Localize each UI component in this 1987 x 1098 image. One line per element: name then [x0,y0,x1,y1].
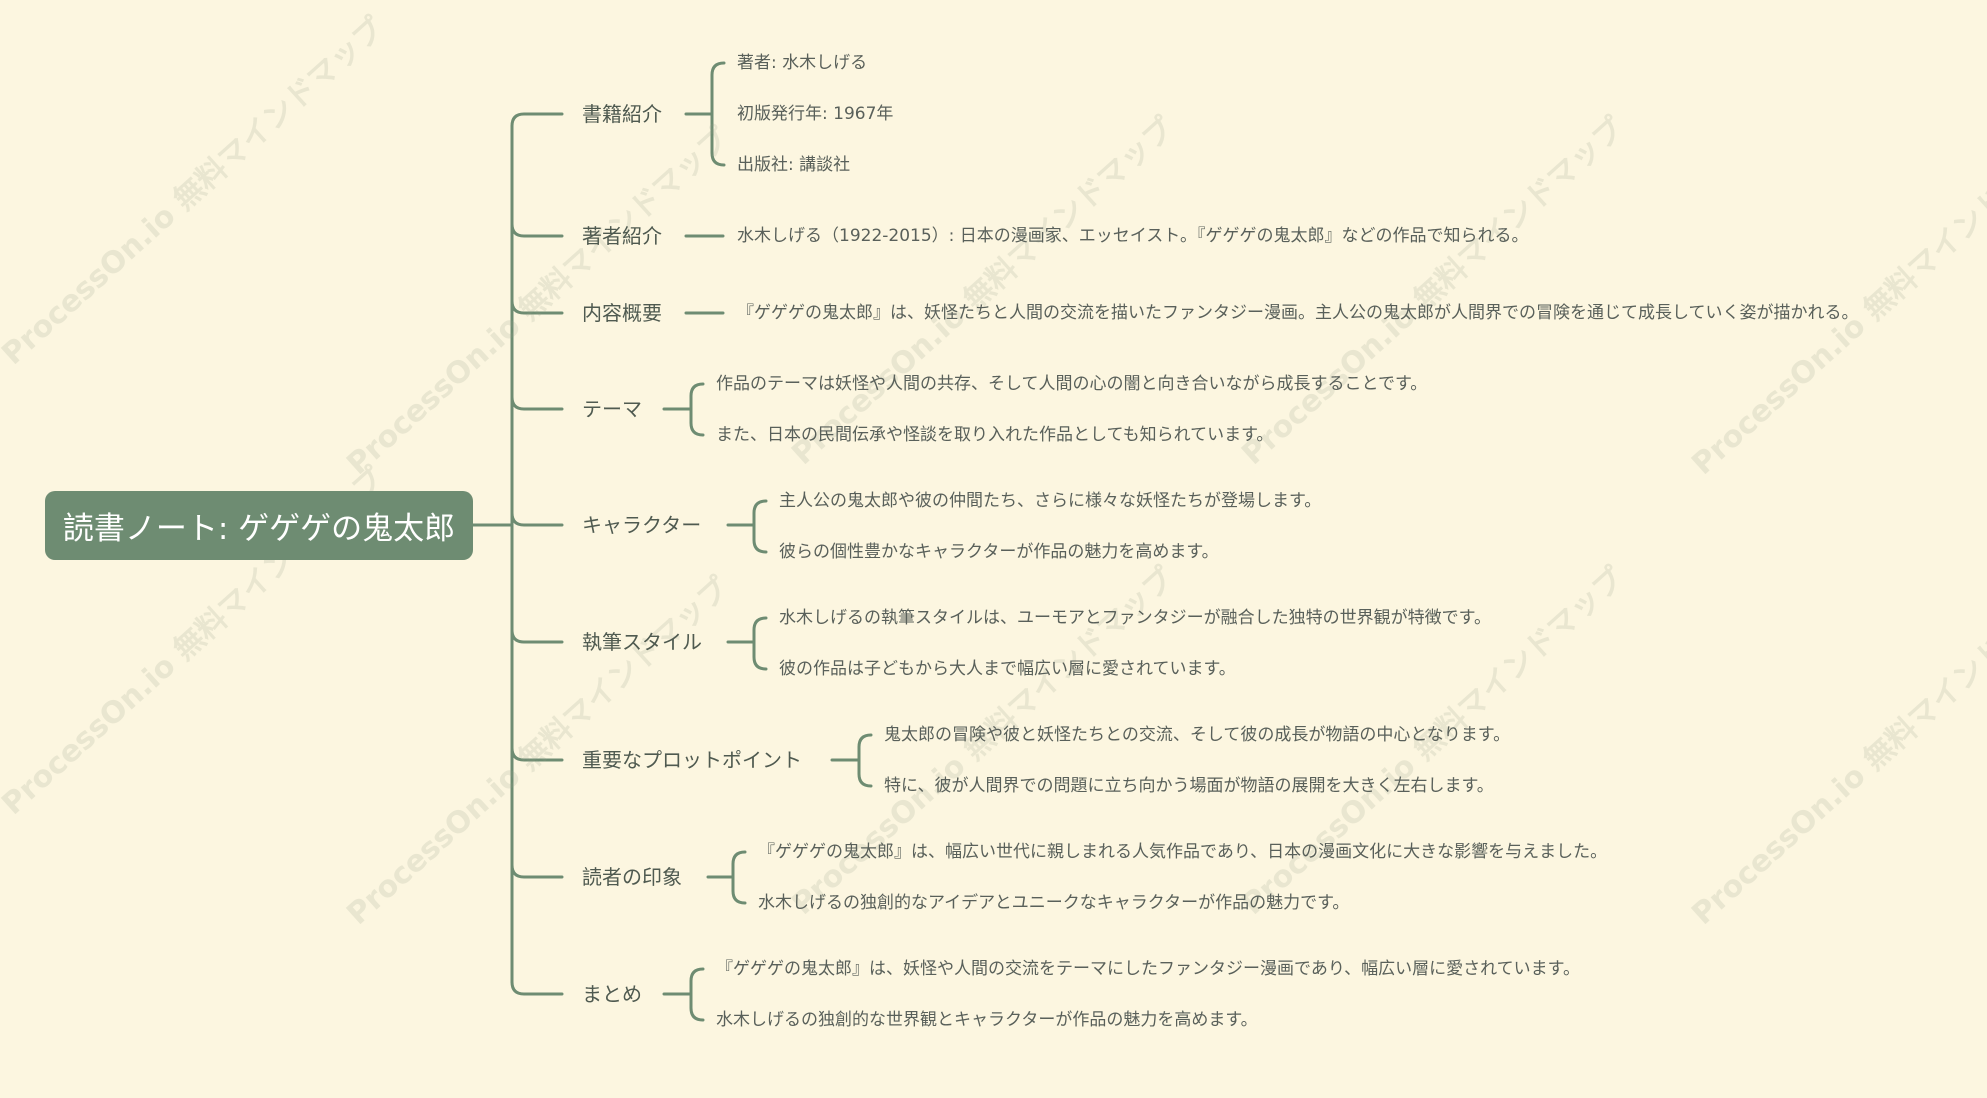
leaf-bracket [689,382,705,437]
root-title: 読書ノート: ゲゲゲの鬼太郎 [62,511,456,547]
leaf-bracket [752,499,768,554]
branch-topic[interactable]: 重要なプロットポイント [582,748,802,772]
leaf-text[interactable]: 彼の作品は子どもから大人まで幅広い層に愛されています。 [779,659,1236,679]
branch-topic[interactable]: 書籍紹介 [582,102,662,126]
branch-topic[interactable]: 読者の印象 [582,865,682,889]
root-node[interactable]: 読書ノート: ゲゲゲの鬼太郎 [45,491,473,560]
branch-topic[interactable]: キャラクター [582,513,702,537]
branch-connector [510,746,564,762]
branch-connector [510,511,564,527]
branch-connector [510,863,564,879]
branch-topic[interactable]: まとめ [582,982,642,1006]
branch-topic[interactable]: 内容概要 [582,301,662,325]
leaf-text[interactable]: 出版社: 講談社 [737,155,851,175]
branch-topic[interactable]: テーマ [582,397,642,421]
leaf-text[interactable]: 水木しげる（1922-2015）: 日本の漫画家、エッセイスト。『ゲゲゲの鬼太郎… [737,226,1529,246]
branch-connector [510,299,564,315]
leaf-text[interactable]: 彼らの個性豊かなキャラクターが作品の魅力を高めます。 [779,542,1219,562]
branch-connector [510,628,564,644]
leaf-text[interactable]: 水木しげるの独創的なアイデアとユニークなキャラクターが作品の魅力です。 [758,893,1350,913]
leaf-bracket [857,733,873,788]
leaf-text[interactable]: 水木しげるの執筆スタイルは、ユーモアとファンタジーが融合した独特の世界観が特徴で… [779,608,1491,628]
branch-connector [510,395,564,411]
leaf-text[interactable]: 特に、彼が人間界での問題に立ち向かう場面が物語の展開を大きく左右します。 [884,776,1494,796]
branch-connector [510,222,564,238]
leaf-text[interactable]: 作品のテーマは妖怪や人間の共存、そして人間の心の闇と向き合いながら成長することで… [716,374,1428,394]
leaf-bracket [689,967,705,1022]
branch-connector [510,112,564,128]
leaf-text[interactable]: 『ゲゲゲの鬼太郎』は、幅広い世代に親しまれる人気作品であり、日本の漫画文化に大き… [758,842,1608,862]
branch-connector [510,980,564,996]
leaf-bracket [710,61,726,167]
branch-topic[interactable]: 著者紹介 [582,224,662,248]
leaf-text[interactable]: 鬼太郎の冒険や彼と妖怪たちとの交流、そして彼の成長が物語の中心となります。 [884,725,1511,745]
branch-topic[interactable]: 執筆スタイル [582,630,702,654]
leaf-text[interactable]: 『ゲゲゲの鬼太郎』は、妖怪たちと人間の交流を描いたファンタジー漫画。主人公の鬼太… [737,303,1859,323]
leaf-text[interactable]: 水木しげるの独創的な世界観とキャラクターが作品の魅力を高めます。 [716,1010,1258,1030]
leaf-text[interactable]: 著者: 水木しげる [737,53,868,73]
leaf-text[interactable]: 主人公の鬼太郎や彼の仲間たち、さらに様々な妖怪たちが登場します。 [779,491,1322,511]
leaf-bracket [752,616,768,671]
leaf-text[interactable]: 『ゲゲゲの鬼太郎』は、妖怪や人間の交流をテーマにしたファンタジー漫画であり、幅広… [716,959,1580,979]
leaf-text[interactable]: 初版発行年: 1967年 [737,104,894,124]
leaf-bracket [731,850,747,905]
leaf-text[interactable]: また、日本の民間伝承や怪談を取り入れた作品としても知られています。 [716,425,1274,445]
